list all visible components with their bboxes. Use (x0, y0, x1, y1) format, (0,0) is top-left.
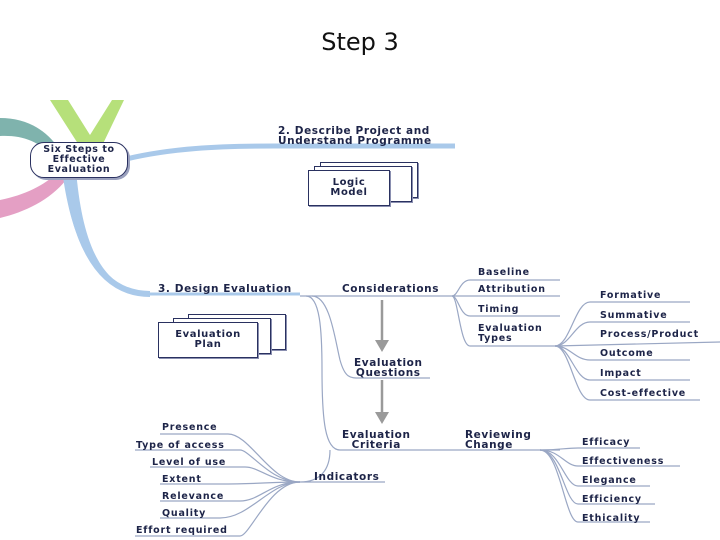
evaluation-criteria-line-2: Criteria (351, 439, 401, 451)
hub-line-2: Effective (52, 154, 106, 165)
type-summative: Summative (600, 310, 668, 321)
indicator-level-of-use: Level of use (152, 457, 227, 468)
type-formative: Formative (600, 290, 662, 301)
step3-title: 3. Design Evaluation (158, 283, 292, 295)
change-elegance: Elegance (582, 475, 637, 486)
consideration-timing: Timing (478, 304, 520, 315)
indicator-relevance: Relevance (162, 491, 225, 502)
flow-arrows (375, 300, 389, 424)
logic-model-doc: Logic Model (308, 162, 418, 206)
indicator-type-of-access: Type of access (136, 440, 225, 451)
type-outcome: Outcome (600, 348, 654, 359)
reviewing-change-line-2: Change (465, 439, 513, 451)
evaluation-types-line-2: Types (478, 333, 513, 344)
green-branch (50, 100, 124, 150)
hub-six-steps: Six Steps to Effective Evaluation (30, 142, 128, 178)
evaluation-plan-line-2: Plan (194, 339, 222, 350)
indicators-label: Indicators (314, 471, 380, 483)
teal-branch (0, 118, 60, 160)
change-effectiveness: Effectiveness (582, 456, 665, 467)
blue-branch-step2 (121, 143, 455, 163)
evaluation-criteria-line-1: Evaluation (342, 429, 411, 441)
slide-title: Step 3 (321, 28, 399, 56)
evaluation-plan-line-1: Evaluation (175, 329, 241, 340)
step2-title-line-1: 2. Describe Project and (278, 125, 430, 137)
type-cost-effective: Cost-effective (600, 388, 687, 399)
type-process-product: Process/Product (600, 329, 699, 340)
logic-model-line-1: Logic (332, 177, 366, 188)
logic-model-line-2: Model (330, 187, 368, 198)
indicator-extent: Extent (162, 474, 202, 485)
change-efficiency: Efficiency (582, 494, 642, 505)
evaluation-types-label: Evaluation Types (478, 324, 543, 344)
indicator-effort-required: Effort required (136, 525, 228, 536)
hub-line-3: Evaluation (47, 164, 111, 175)
evaluation-criteria-label: Evaluation Criteria (342, 429, 411, 451)
change-ethicality: Ethicality (582, 513, 641, 524)
pink-branch (0, 172, 66, 218)
indicator-quality: Quality (162, 508, 207, 519)
hub-line-1: Six Steps to (43, 144, 115, 155)
consideration-baseline: Baseline (478, 267, 530, 278)
type-impact: Impact (600, 368, 642, 379)
step2-title-line-2: Understand Programme (278, 135, 432, 147)
change-efficacy: Efficacy (582, 437, 631, 448)
evaluation-questions-line-2: Questions (355, 367, 421, 379)
indicator-presence: Presence (162, 422, 218, 433)
considerations-label: Considerations (342, 283, 440, 295)
step2-title: 2. Describe Project and Understand Progr… (278, 125, 432, 147)
reviewing-change-line-1: Reviewing (465, 429, 532, 441)
evaluation-questions-label: Evaluation Questions (354, 357, 423, 379)
evaluation-types-line-1: Evaluation (478, 323, 543, 334)
consideration-attribution: Attribution (478, 284, 546, 295)
evaluation-plan-doc: Evaluation Plan (158, 312, 288, 358)
evaluation-questions-line-1: Evaluation (354, 357, 423, 369)
reviewing-change-label: Reviewing Change (465, 429, 532, 451)
